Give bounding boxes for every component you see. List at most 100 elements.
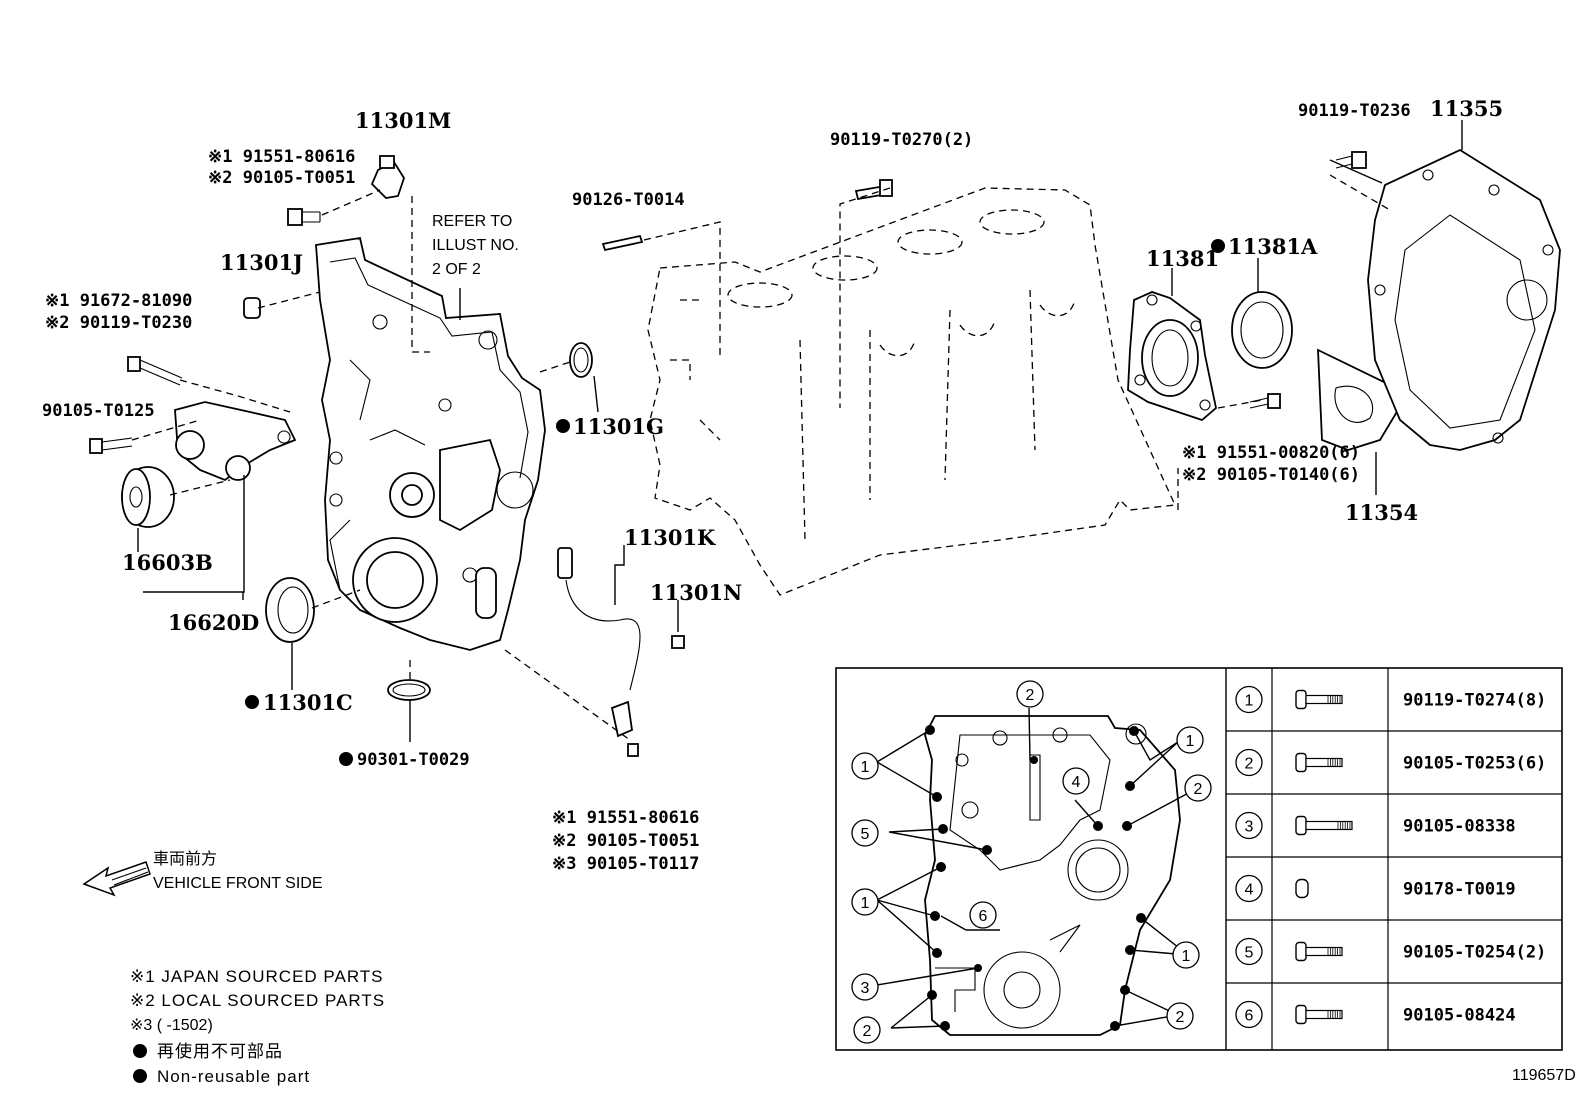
row-number-circle [1235, 685, 1263, 714]
note-non-reusable-en: Non-reusable part [157, 1067, 310, 1086]
vehicle-front-arrow-icon [82, 861, 151, 897]
label-11301J: 11301J [220, 250, 303, 275]
row-number-circle [1235, 811, 1263, 840]
label-90105-T0125: 90105-T0125 [42, 401, 155, 421]
callout-3: 3 [861, 980, 870, 997]
front-label-jp: 車両前方 [153, 850, 217, 868]
label-11381A: 11381A [1228, 234, 1318, 259]
label-11301M-japan: ※1 91551-80616 [208, 147, 355, 167]
inset-cover-outline [924, 715, 1181, 1036]
note-3: ※3 ( -1502) [130, 1017, 213, 1034]
long-bolt-icon [127, 356, 183, 386]
label-sensor-local: ※2 90105-T0051 [552, 831, 699, 851]
callout-2: 2 [1176, 1009, 1185, 1026]
label-11301K: 11301K [624, 525, 716, 550]
callout-1: 1 [861, 759, 870, 776]
refer-note-1: REFER TO [432, 213, 512, 230]
bolt-part-number: 90105-08338 [1403, 817, 1516, 837]
bolt-table-row: 4 90178-T0019 [1235, 874, 1516, 903]
label-90119-T0236: 90119-T0236 [1298, 101, 1411, 121]
tensioner-16620D [174, 401, 297, 482]
front-label-en: VEHICLE FRONT SIDE [153, 875, 323, 892]
row-number: 2 [1245, 756, 1254, 773]
o-ring-11301G [569, 342, 593, 378]
inset-callouts: 1 5 1 3 2 2 4 6 1 2 1 2 [851, 680, 1212, 1044]
timing-chain-cover [315, 236, 546, 651]
callout-2: 2 [863, 1023, 872, 1040]
label-16620D: 16620D [168, 610, 259, 635]
label-11301M-local: ※2 90105-T0051 [208, 168, 355, 188]
bolt-table-row: 5 90105-T0254(2) [1235, 937, 1546, 966]
plug-icon [243, 297, 261, 319]
refer-note-3: 2 OF 2 [432, 261, 481, 278]
bolt-part-number: 90105-08424 [1403, 1006, 1516, 1026]
label-sensor-3: ※3 90105-T0117 [552, 854, 699, 874]
bolt-part-number: 90105-T0253(6) [1403, 754, 1546, 774]
bolt-icon-2 [89, 437, 133, 454]
callout-6: 6 [979, 908, 988, 925]
non-reusable-dot [133, 1069, 147, 1083]
bolt-table-row: 1 90119-T0274(8) [1235, 685, 1546, 714]
label-91551-00820: ※1 91551-00820(6) [1182, 443, 1360, 463]
row-number-circle [1235, 748, 1263, 777]
cylinder-block [647, 187, 1176, 596]
illustration-id: 119657D [1512, 1067, 1576, 1084]
bolt-table: 1 90119-T0274(8) 2 90105-T0253(6) 3 90105-083… [1235, 685, 1546, 1029]
bolt-icon [1295, 1004, 1343, 1025]
callout-2: 2 [1194, 781, 1203, 798]
cam-sensor-11301M [370, 155, 405, 199]
note-japan-sourced: ※1 JAPAN SOURCED PARTS [130, 967, 384, 986]
oil-seal-11381A [1231, 291, 1293, 369]
bolt-icon-4 [671, 635, 685, 649]
label-11355: 11355 [1430, 96, 1503, 121]
row-number: 4 [1245, 882, 1254, 899]
label-90126-T0014: 90126-T0014 [572, 190, 685, 210]
label-11381: 11381 [1146, 246, 1219, 271]
label-11354: 11354 [1345, 500, 1418, 525]
callout-2: 2 [1026, 687, 1035, 704]
label-11301G: 11301G [573, 414, 664, 439]
bolt-icon [1295, 941, 1343, 962]
bolt-icon [287, 208, 321, 226]
callout-5: 5 [861, 826, 870, 843]
stud-bolt-icon [601, 234, 644, 252]
label-11301N: 11301N [650, 580, 742, 605]
leader-lines [131, 120, 1463, 742]
row-number: 5 [1245, 945, 1254, 962]
bolt-table-row: 6 90105-08424 [1235, 1000, 1516, 1029]
label-16603B: 16603B [122, 550, 213, 575]
note-non-reusable-jp: 再使用不可部品 [157, 1041, 283, 1061]
callout-1: 1 [861, 895, 870, 912]
row-number: 1 [1245, 693, 1254, 710]
inset-callout-lines [876, 707, 1195, 1029]
o-ring-90301 [387, 679, 431, 701]
bolt-icon [1295, 815, 1353, 836]
label-90301-T0029: 90301-T0029 [357, 750, 470, 770]
label-11301M: 11301M [355, 108, 451, 133]
non-reusable-dot [245, 695, 259, 709]
bolt-table-row: 3 90105-08338 [1235, 811, 1516, 840]
label-90119-T0230: ※2 90119-T0230 [45, 313, 192, 333]
bolt-part-number: 90119-T0274(8) [1403, 691, 1546, 711]
bolt-table-row: 2 90105-T0253(6) [1235, 748, 1546, 777]
oil-seal-11301C [265, 577, 315, 643]
note-local-sourced: ※2 LOCAL SOURCED PARTS [130, 991, 385, 1010]
non-reusable-dot [133, 1044, 147, 1058]
crank-sensor-11301K [557, 547, 641, 757]
pulley-16603B [121, 466, 175, 528]
bolt-icon [1295, 689, 1343, 710]
bolt-icon-6 [1335, 151, 1367, 169]
row-number: 3 [1245, 819, 1254, 836]
bolt-part-number: 90105-T0254(2) [1403, 943, 1546, 963]
label-91672-81090: ※1 91672-81090 [45, 291, 192, 311]
row-number-circle [1235, 1000, 1263, 1029]
row-number: 6 [1245, 1008, 1254, 1025]
bolt-icon [1295, 752, 1343, 773]
end-plate-11355 [1367, 148, 1561, 451]
row-number-circle [1235, 937, 1263, 966]
label-90119-T0270: 90119-T0270(2) [830, 130, 973, 150]
bolt-part-number: 90178-T0019 [1403, 880, 1516, 900]
callout-4: 4 [1072, 774, 1081, 791]
seal-retainer-11381 [1127, 291, 1217, 422]
